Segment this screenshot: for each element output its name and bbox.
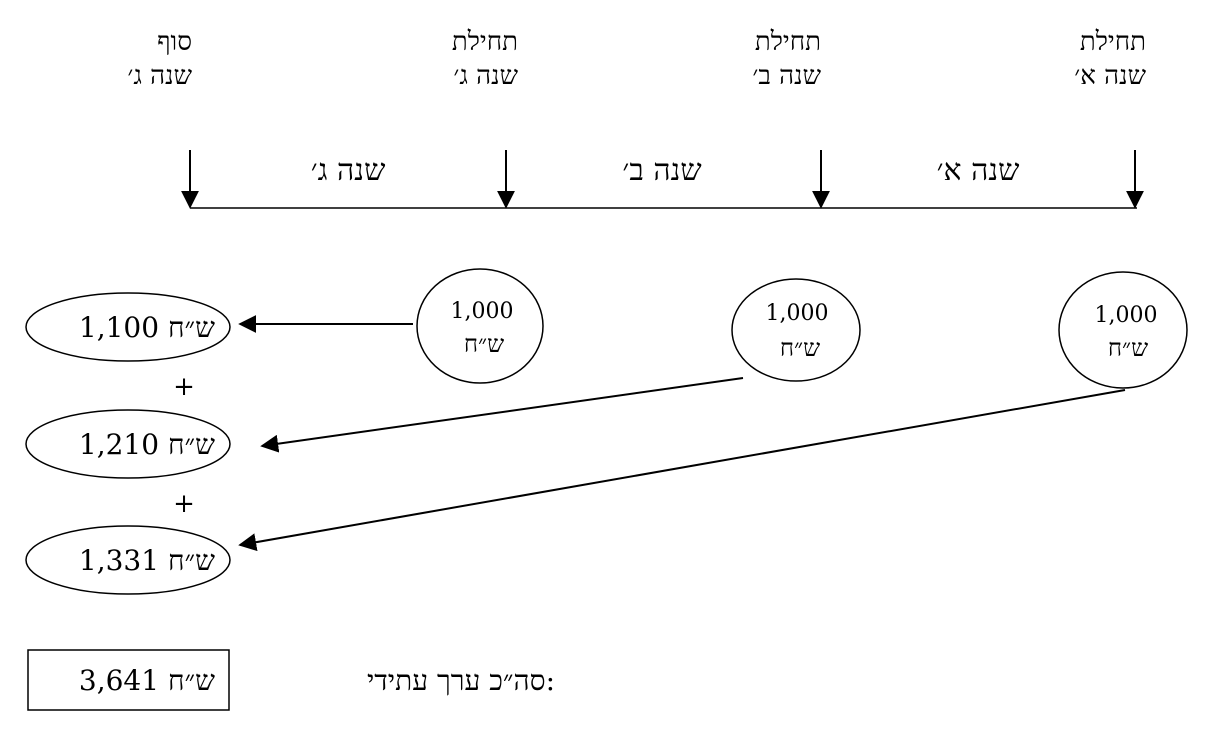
deposit-circle-year3 [416, 268, 544, 384]
plus-sign-1: + [173, 372, 195, 402]
year-label-1: שנה א׳ [937, 153, 1020, 188]
year-label-2: שנה ב׳ [622, 153, 701, 188]
deposit-amount-year1: 1,000 [1095, 303, 1158, 328]
total-box [27, 649, 230, 711]
plus-sign-2: + [173, 489, 195, 519]
deposit-unit-year1: ש״ח [1108, 334, 1148, 362]
arrow-year1-to-result3 [238, 389, 1126, 552]
arrow-year2-to-result2 [260, 377, 744, 453]
total-value: 3,641 ש״ח [79, 664, 215, 697]
result-value-1: 1,100 ש״ח [79, 311, 215, 344]
point-label-start-year3-line2: שנה ג׳ [453, 61, 518, 91]
point-label-start-year1-line1: תחילת [1080, 27, 1146, 57]
deposit-circle-year1 [1058, 271, 1188, 389]
point-label-start-year3-line1: תחילת [452, 27, 518, 57]
result-ellipse-1 [25, 292, 231, 362]
total-label: סה״כ ערך עתידי: [367, 664, 555, 697]
deposit-amount-year2: 1,000 [766, 301, 829, 326]
result-value-3: 1,331 ש״ח [79, 544, 215, 577]
deposit-unit-year2: ש״ח [780, 334, 820, 362]
point-label-start-year2-line2: שנה ב׳ [752, 61, 821, 91]
point-label-end-year3-line1: סוף [157, 27, 192, 57]
result-ellipse-2 [25, 409, 231, 479]
point-label-start-year1-line2: שנה א׳ [1074, 61, 1146, 91]
deposit-circle-year2 [731, 278, 861, 382]
deposit-unit-year3: ש״ח [464, 330, 504, 358]
year-label-3: שנה ג׳ [311, 153, 386, 188]
result-ellipse-3 [25, 525, 231, 595]
point-label-start-year2-line1: תחילת [755, 27, 821, 57]
deposit-amount-year3: 1,000 [451, 299, 514, 324]
point-label-end-year3-line2: שנה ג׳ [127, 61, 192, 91]
result-value-2: 1,210 ש״ח [79, 428, 215, 461]
